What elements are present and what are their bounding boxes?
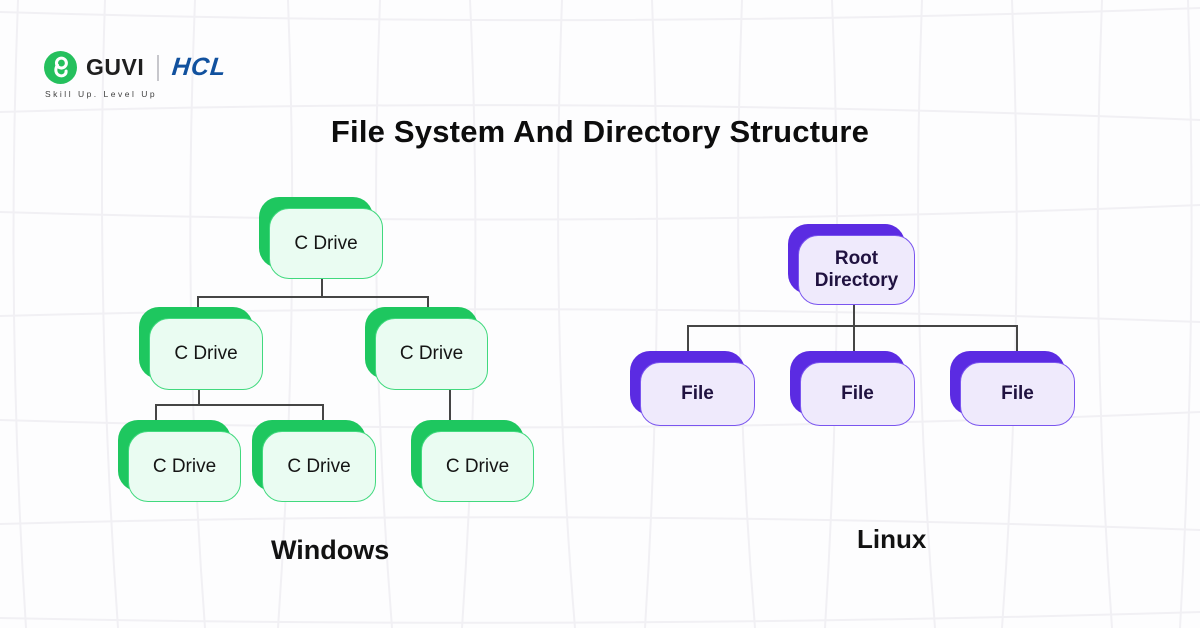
connector-line bbox=[155, 404, 157, 425]
node-label: C Drive bbox=[287, 455, 351, 477]
node-card: C Drive bbox=[262, 431, 376, 502]
guvi-brand-text: GUVI bbox=[86, 54, 145, 80]
linux-file-node-2: File bbox=[790, 351, 915, 426]
hcl-logo: HCL bbox=[170, 53, 229, 81]
linux-root-directory-node: Root Directory bbox=[788, 224, 915, 305]
node-label: C Drive bbox=[174, 343, 238, 364]
node-label: File bbox=[681, 382, 714, 404]
guvi-logo-icon bbox=[44, 51, 77, 84]
windows-child-right-node: C Drive bbox=[365, 307, 488, 390]
node-label: C Drive bbox=[294, 232, 358, 254]
connector-line bbox=[197, 296, 199, 312]
windows-leaf-node-2: C Drive bbox=[252, 420, 376, 502]
node-card: Root Directory bbox=[798, 235, 915, 305]
connector-line bbox=[155, 404, 324, 406]
node-label: File bbox=[841, 382, 874, 404]
windows-caption: Windows bbox=[271, 535, 390, 565]
connector-line bbox=[1016, 325, 1018, 355]
connector-line bbox=[687, 325, 689, 355]
node-card: File bbox=[800, 362, 915, 426]
connector-line bbox=[322, 404, 324, 425]
node-label: C Drive bbox=[152, 455, 217, 477]
windows-leaf-node-1: C Drive bbox=[118, 420, 241, 502]
node-label: C Drive bbox=[445, 455, 510, 477]
connector-line bbox=[687, 325, 1018, 327]
linux-file-node-3: File bbox=[950, 351, 1075, 426]
node-card: File bbox=[960, 362, 1075, 426]
connector-line bbox=[198, 390, 200, 405]
windows-child-left-node: C Drive bbox=[139, 307, 263, 390]
node-card: C Drive bbox=[375, 318, 488, 390]
connector-line bbox=[853, 325, 855, 355]
connector-line bbox=[449, 390, 451, 425]
logo-row: GUVI HCL bbox=[44, 51, 229, 84]
connector-line bbox=[197, 296, 428, 298]
node-card: C Drive bbox=[269, 208, 383, 279]
node-card: C Drive bbox=[149, 318, 263, 390]
node-label: File bbox=[1001, 382, 1034, 404]
node-label: C Drive bbox=[399, 343, 464, 364]
logo-tagline: Skill Up. Level Up bbox=[45, 89, 158, 99]
linux-file-node-1: File bbox=[630, 351, 755, 426]
windows-leaf-node-3: C Drive bbox=[411, 420, 534, 502]
linux-caption: Linux bbox=[857, 524, 927, 554]
node-card: C Drive bbox=[421, 431, 534, 502]
windows-root-node: C Drive bbox=[259, 197, 383, 279]
connector-line bbox=[321, 279, 323, 297]
logo-divider bbox=[157, 54, 160, 81]
node-card: File bbox=[640, 362, 755, 426]
node-label: Root Directory bbox=[814, 247, 899, 291]
node-card: C Drive bbox=[128, 431, 241, 502]
page-title: File System And Directory Structure bbox=[330, 114, 870, 149]
connector-line bbox=[853, 305, 855, 326]
connector-line bbox=[427, 296, 429, 312]
